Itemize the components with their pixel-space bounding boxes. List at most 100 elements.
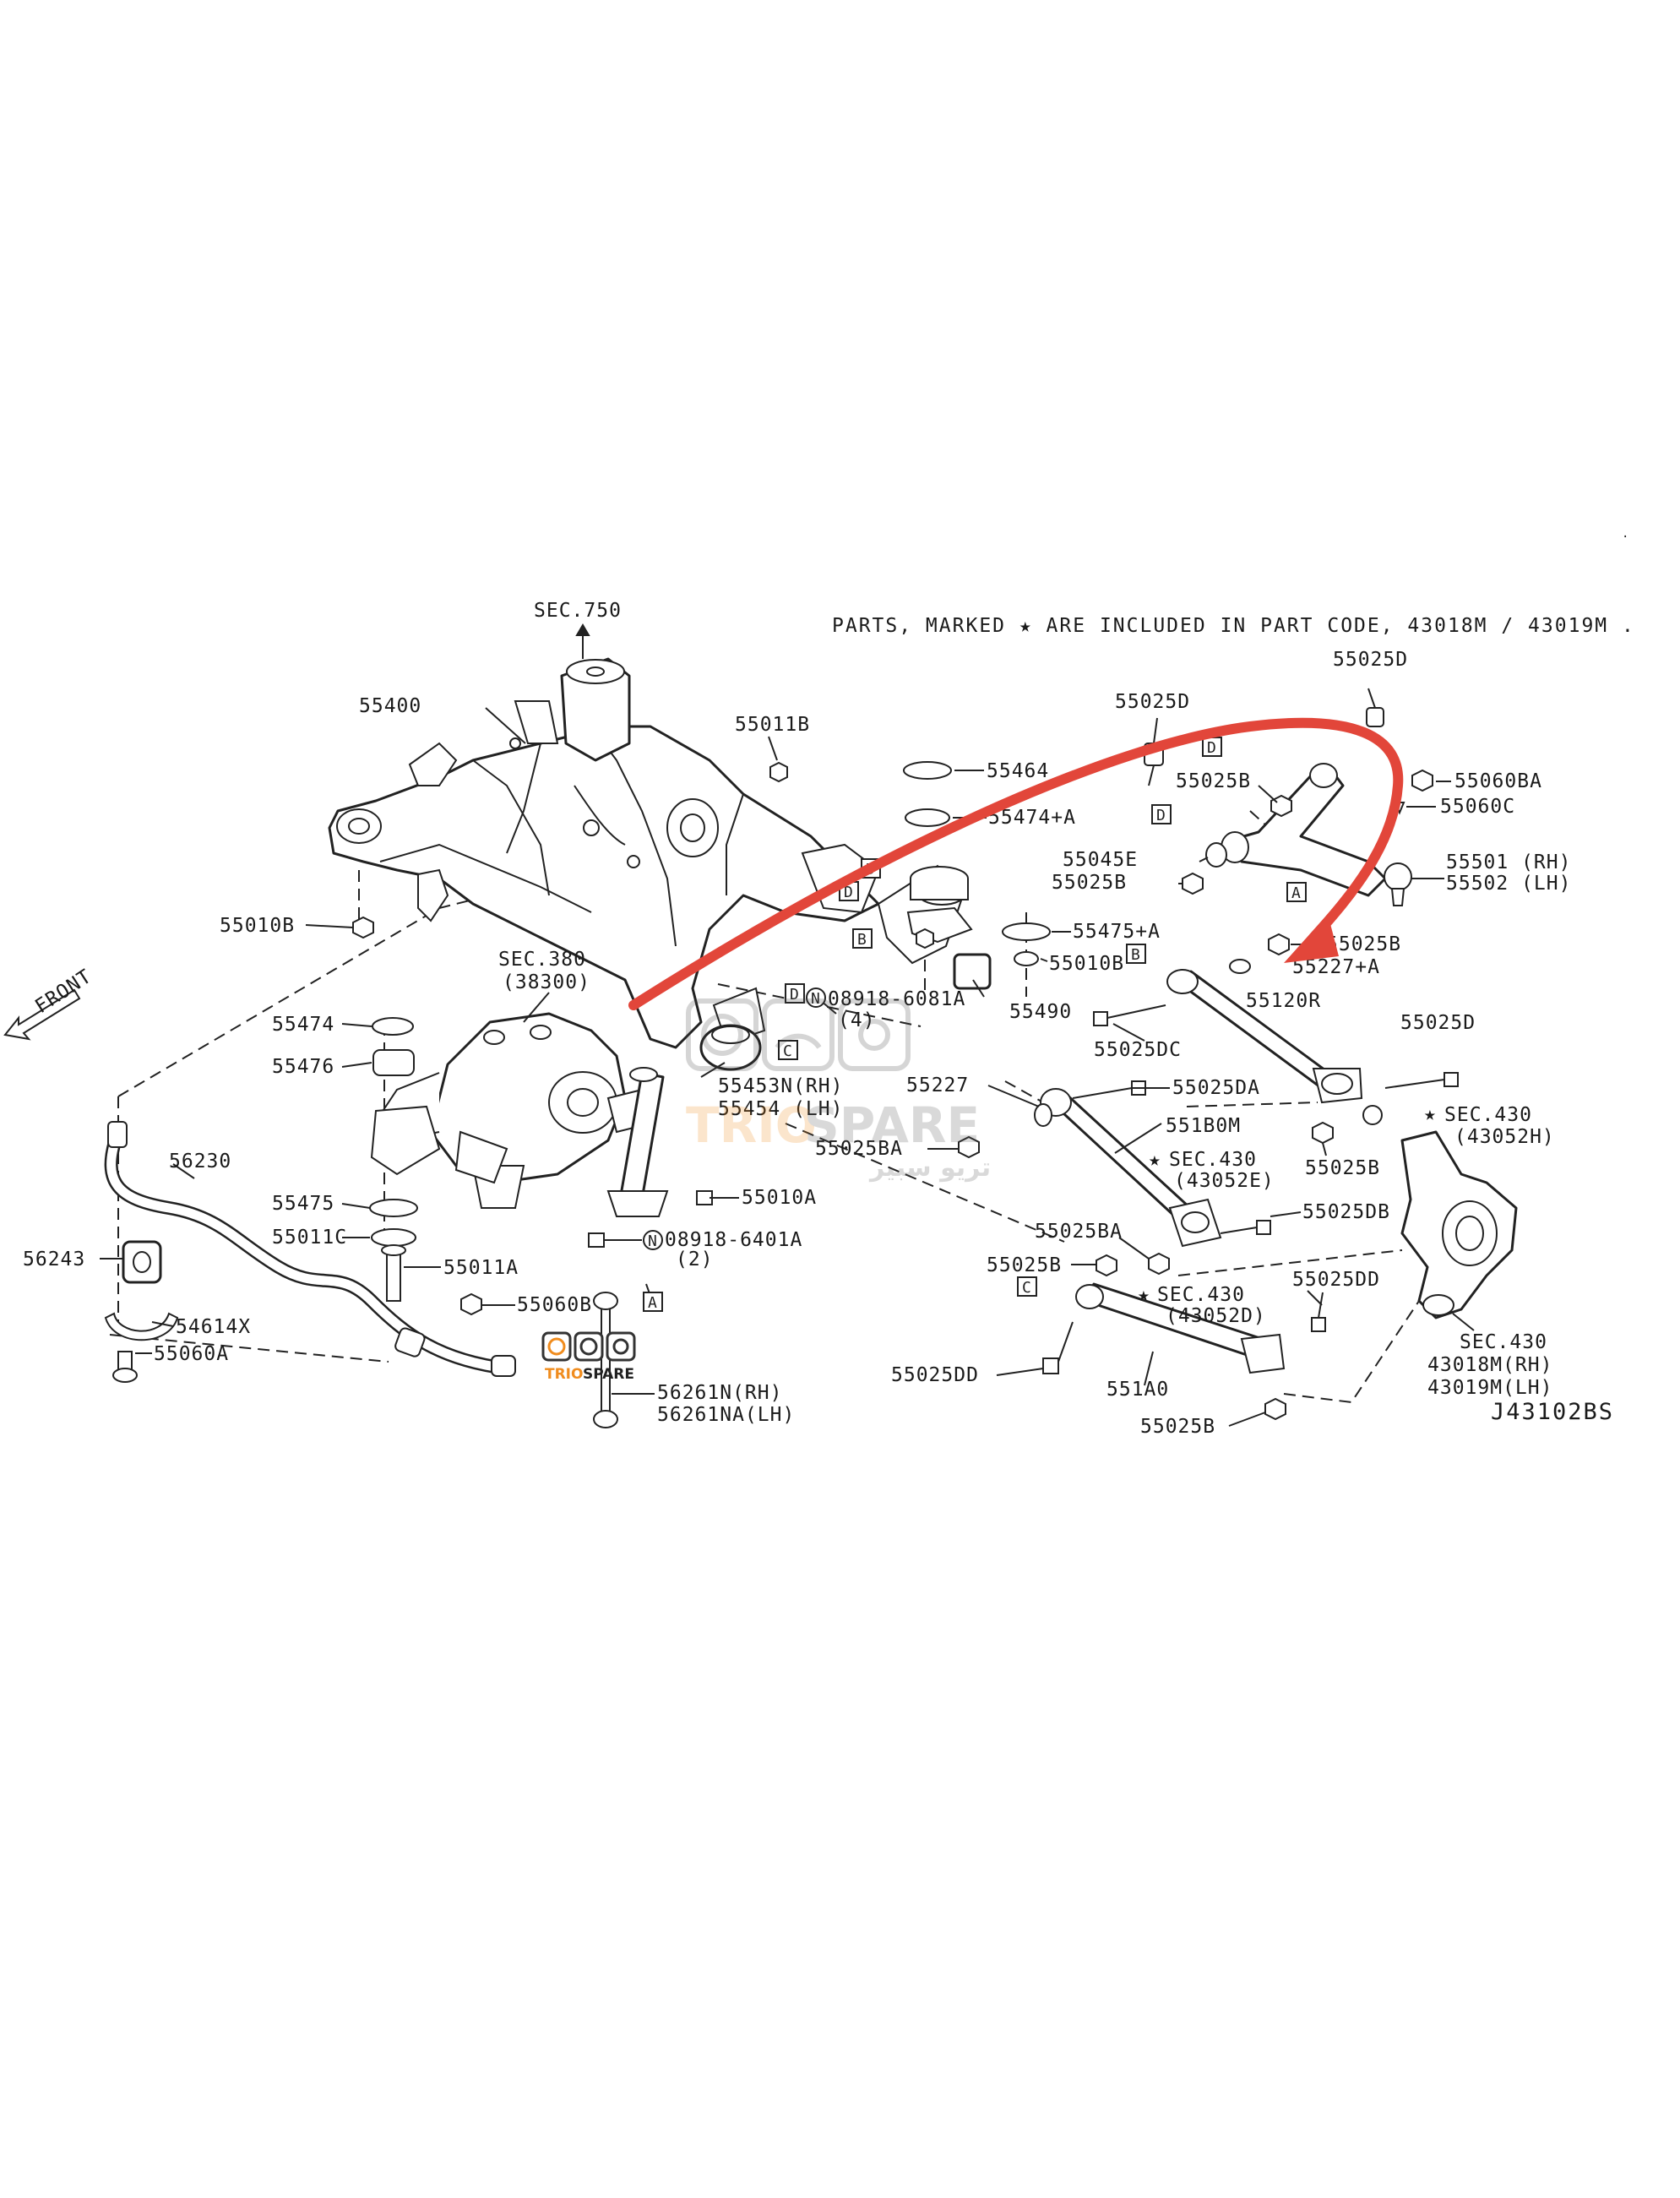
differential-sec380 — [370, 1012, 652, 1209]
n-marker-letter: N — [648, 1232, 657, 1250]
watermark-arabic: تريو سبير — [868, 1153, 991, 1183]
insulator-55476 — [372, 1049, 415, 1076]
bolt-55025DB-head — [1256, 1220, 1271, 1235]
front-arrow-icon — [3, 988, 81, 1041]
leader-55025DD-2 — [996, 1368, 1044, 1376]
leader-55025DB — [1270, 1211, 1302, 1217]
nut-55025B-c — [1312, 1121, 1334, 1145]
nut-55010B — [352, 916, 374, 939]
bolt-shaft — [1148, 764, 1155, 786]
reference-boxes: A A B B C C D D D D D — [643, 737, 1307, 1312]
ref-box-d1-label: D — [790, 986, 799, 1004]
label-55025BA-2: 55025BA — [1035, 1221, 1123, 1243]
ref-box-d1 — [785, 983, 805, 1004]
knuckle-lower-eye — [1422, 1294, 1454, 1316]
arm-bushing-inner — [1075, 1284, 1104, 1309]
label-55476: 55476 — [272, 1056, 334, 1078]
highlight-arrow-head-icon — [1284, 914, 1339, 963]
washer-55227A — [1229, 959, 1251, 974]
label-55453N: 55453N(RH) — [718, 1075, 843, 1097]
label-55025D-2: 55025D — [1333, 649, 1408, 671]
subframe-hole — [509, 737, 521, 749]
diff-bolt — [530, 1025, 552, 1040]
nut-55025BA-2 — [1148, 1252, 1170, 1276]
washer-55475A — [1002, 922, 1051, 941]
watermark-center: TRIO SPARE تريو سبير — [686, 998, 991, 1183]
label-551A0: 551A0 — [1106, 1379, 1169, 1401]
label-sec430-h-sub: (43052H) — [1454, 1126, 1555, 1148]
leader-56230 — [172, 1163, 195, 1179]
label-55010B-mid: 55010B — [1049, 953, 1124, 975]
guide-line — [785, 1123, 1065, 1243]
arm-55120R — [1166, 969, 1363, 1104]
label-55025B-5: 55025B — [987, 1254, 1062, 1276]
diff-flange-core — [567, 1088, 599, 1117]
nut-55060BA — [1411, 769, 1433, 792]
stabilizer-link-56261N — [593, 1292, 618, 1428]
nut-55025B-a — [1182, 872, 1204, 895]
label-55501: 55501 (RH) — [1446, 851, 1571, 873]
watermark-disc-icon — [701, 1014, 743, 1056]
stray-dot: . — [1622, 527, 1628, 541]
highlight-arrow — [628, 717, 1404, 1010]
nut-55025B-e — [1264, 1397, 1286, 1421]
label-43019M: 43019M(LH) — [1427, 1377, 1552, 1399]
label-sec430-h: SEC.430 — [1444, 1104, 1532, 1126]
arm-body — [1227, 767, 1387, 897]
logo-engine-icon — [606, 1331, 636, 1362]
label-55025D-3: 55025D — [1400, 1012, 1476, 1034]
label-55060C: 55060C — [1440, 796, 1515, 818]
label-43018M: 43018M(RH) — [1427, 1354, 1552, 1376]
insulator-55474 — [372, 1017, 414, 1036]
label-55475: 55475 — [272, 1193, 334, 1215]
star-markers: ★ ★ ★ — [1138, 1103, 1436, 1306]
watermark-gear-icon — [858, 1019, 890, 1051]
arm-bushing-outer — [1321, 1073, 1353, 1095]
label-55120R: 55120R — [1246, 990, 1321, 1012]
subframe-edge — [506, 743, 541, 854]
bolt-55025DC-head — [1093, 1011, 1108, 1026]
ref-box-b2 — [1126, 944, 1146, 964]
label-55011B: 55011B — [735, 714, 810, 736]
label-55025DA: 55025DA — [1172, 1077, 1260, 1099]
ref-box-a1-label: A — [648, 1294, 657, 1312]
label-sec380-sub: (38300) — [503, 971, 590, 993]
label-sec380: SEC.380 — [498, 949, 586, 971]
link-top — [593, 1292, 618, 1310]
washer-55227 — [1034, 1103, 1052, 1127]
front-direction-indicator: FRONT — [3, 966, 96, 1041]
guide-line — [1186, 1102, 1318, 1107]
label-55025B-6: 55025B — [1140, 1416, 1215, 1438]
label-55474A: 55474+A — [988, 807, 1076, 829]
leader-55227 — [987, 1085, 1040, 1107]
n-markers: N N — [643, 987, 826, 1250]
label-08918-6401A-qty: (2) — [676, 1249, 714, 1270]
mount-55474A-side — [910, 879, 969, 900]
bolt-shaft — [1057, 1321, 1074, 1363]
link-bottom — [593, 1410, 618, 1428]
label-sec430-e: SEC.430 — [1169, 1149, 1257, 1171]
knuckle-43018M — [1400, 1130, 1518, 1319]
label-55490: 55490 — [1009, 1001, 1072, 1023]
label-55502: 55502 (LH) — [1446, 873, 1571, 895]
nut-55010B-mid — [916, 928, 934, 949]
ref-box-a2-label: A — [1291, 884, 1301, 902]
ball-joint — [1384, 862, 1412, 891]
bolt-shaft — [1220, 1227, 1258, 1234]
leader-55400 — [485, 707, 526, 744]
label-55227: 55227 — [906, 1075, 969, 1096]
leader-55025D-2 — [1367, 688, 1376, 709]
watermark-brand-b: SPARE — [804, 1096, 980, 1154]
label-55025DD-1: 55025DD — [1292, 1269, 1380, 1291]
logo-gauge-dial — [579, 1337, 598, 1356]
bolt-55011A-head — [381, 1244, 406, 1256]
logo-brake-icon — [541, 1331, 572, 1362]
leader-55011B — [768, 736, 778, 761]
leader-54614X — [151, 1321, 174, 1327]
diff-mount-stack — [369, 1017, 418, 1302]
subframe-bushing-core — [680, 813, 705, 842]
washer-55475 — [369, 1199, 418, 1217]
leader-55490 — [972, 979, 985, 998]
bolt-shaft — [1318, 1292, 1324, 1319]
